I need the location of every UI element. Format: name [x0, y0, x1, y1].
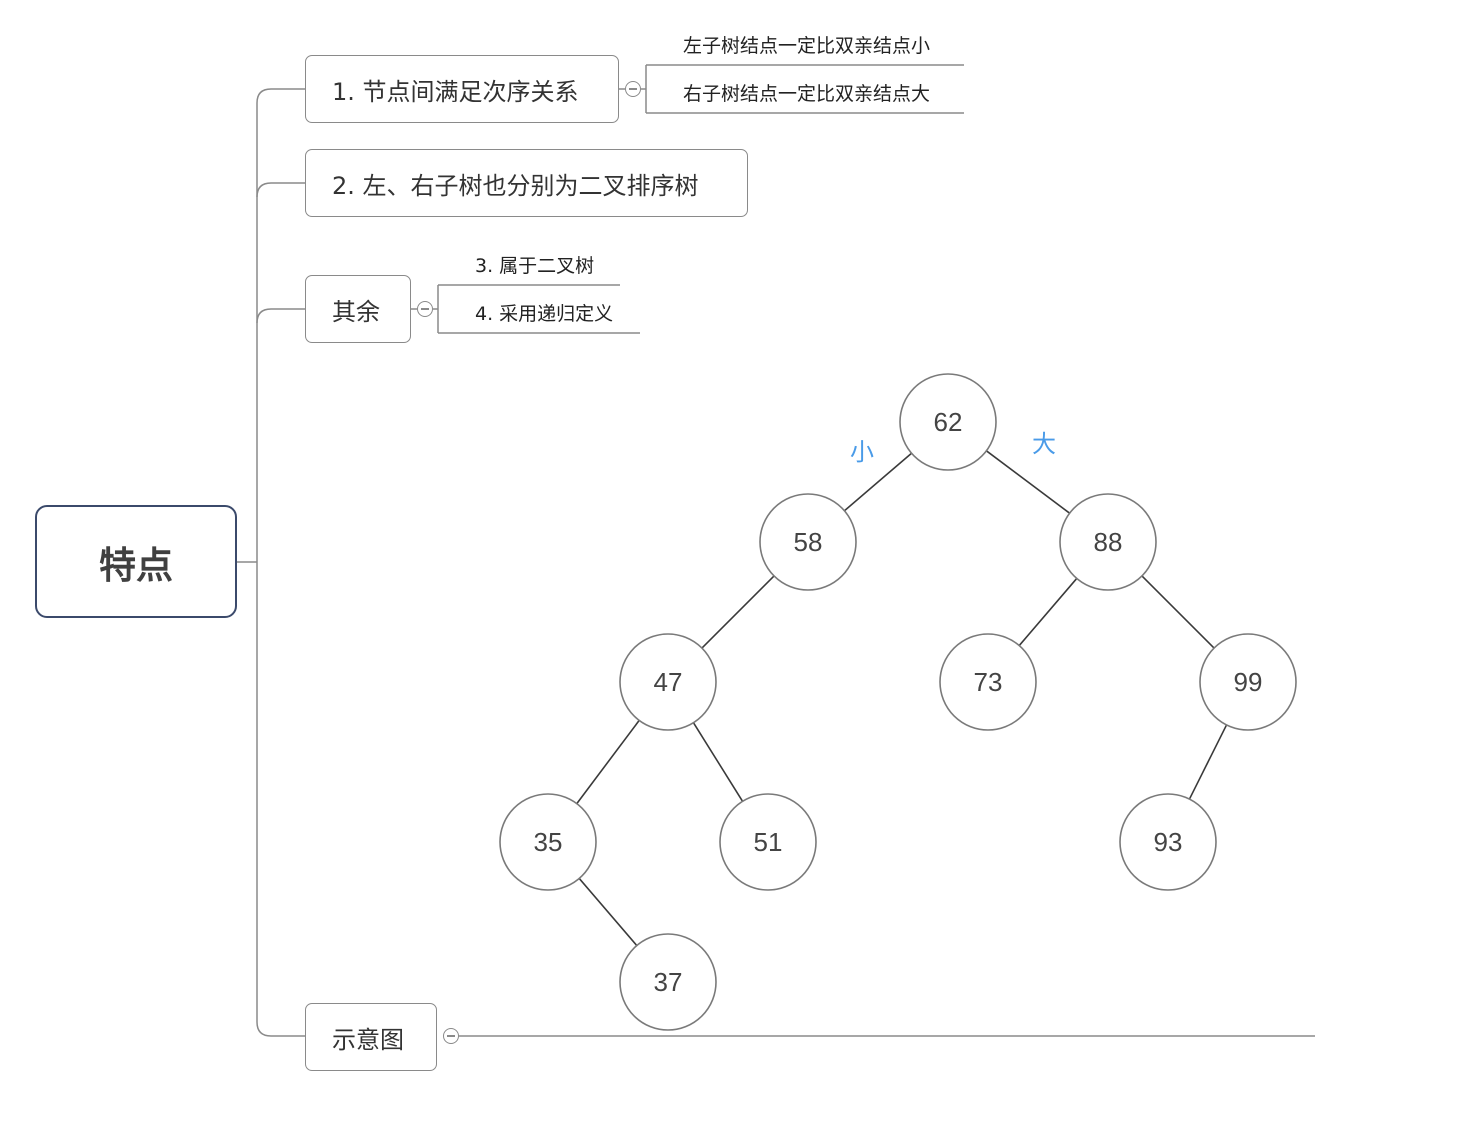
subtopic-right-larger[interactable]: 右子树结点一定比双亲结点大	[683, 83, 931, 105]
tree-node-62: 62	[899, 373, 997, 471]
collapse-icon[interactable]	[443, 1028, 459, 1044]
tree-node-label: 35	[534, 827, 563, 857]
topic-others[interactable]: 其余	[305, 275, 411, 343]
tree-node-label: 58	[794, 527, 823, 557]
tree-node-circle	[899, 373, 997, 471]
topic-order-relation[interactable]: 1. 节点间满足次序关系	[305, 55, 619, 123]
subtopic-connector-3	[411, 284, 640, 334]
tree-node-circle	[1059, 493, 1157, 591]
tree-node-47: 47	[619, 633, 717, 731]
tree-node-circle	[619, 633, 717, 731]
tree-edge-88-99	[1141, 575, 1215, 649]
tree-node-circle	[939, 633, 1037, 731]
tree-node-37: 37	[619, 933, 717, 1031]
tree-edge-47-35	[576, 719, 640, 805]
branch-connector-3	[256, 308, 305, 324]
tree-edge-62-88	[985, 450, 1071, 514]
tree-edge-58-47	[701, 575, 775, 649]
central-topic[interactable]: 特点	[35, 505, 237, 618]
edge-label-smaller: 小	[850, 438, 874, 466]
tree-edge-99-93	[1188, 724, 1228, 800]
tree-node-88: 88	[1059, 493, 1157, 591]
branch-connector-2	[256, 182, 305, 198]
tree-node-circle	[1199, 633, 1297, 731]
tree-edge-62-58	[843, 452, 913, 512]
tree-node-93: 93	[1119, 793, 1217, 891]
tree-node-circle	[759, 493, 857, 591]
tree-edge-88-73	[1018, 577, 1078, 647]
collapse-icon[interactable]	[417, 301, 433, 317]
tree-node-99: 99	[1199, 633, 1297, 731]
tree-node-circle	[1119, 793, 1217, 891]
tree-node-label: 51	[754, 827, 783, 857]
subtopic-binary-tree[interactable]: 3. 属于二叉树	[475, 255, 595, 277]
tree-node-51: 51	[719, 793, 817, 891]
tree-node-label: 47	[654, 667, 683, 697]
edge-label-larger: 大	[1032, 430, 1056, 458]
tree-node-label: 62	[934, 407, 963, 437]
topic-diagram[interactable]: 示意图	[305, 1003, 437, 1071]
tree-node-73: 73	[939, 633, 1037, 731]
tree-edge-47-51	[692, 722, 744, 802]
tree-node-label: 88	[1094, 527, 1123, 557]
subtopic-connector-1	[619, 64, 964, 114]
subtopic-left-smaller[interactable]: 左子树结点一定比双亲结点小	[683, 35, 931, 57]
tree-node-label: 73	[974, 667, 1003, 697]
tree-node-label: 99	[1234, 667, 1263, 697]
topic-subtrees[interactable]: 2. 左、右子树也分别为二叉排序树	[305, 149, 748, 217]
subtopic-recursive[interactable]: 4. 采用递归定义	[475, 303, 614, 325]
tree-node-circle	[499, 793, 597, 891]
tree-node-circle	[619, 933, 717, 1031]
tree-node-label: 93	[1154, 827, 1183, 857]
branch-connector-1	[256, 88, 305, 562]
tree-edge-35-37	[578, 877, 638, 947]
tree-node-58: 58	[759, 493, 857, 591]
branch-connector-4	[256, 562, 305, 1037]
tree-node-35: 35	[499, 793, 597, 891]
tree-node-circle	[719, 793, 817, 891]
tree-node-label: 37	[654, 967, 683, 997]
collapse-icon[interactable]	[625, 81, 641, 97]
